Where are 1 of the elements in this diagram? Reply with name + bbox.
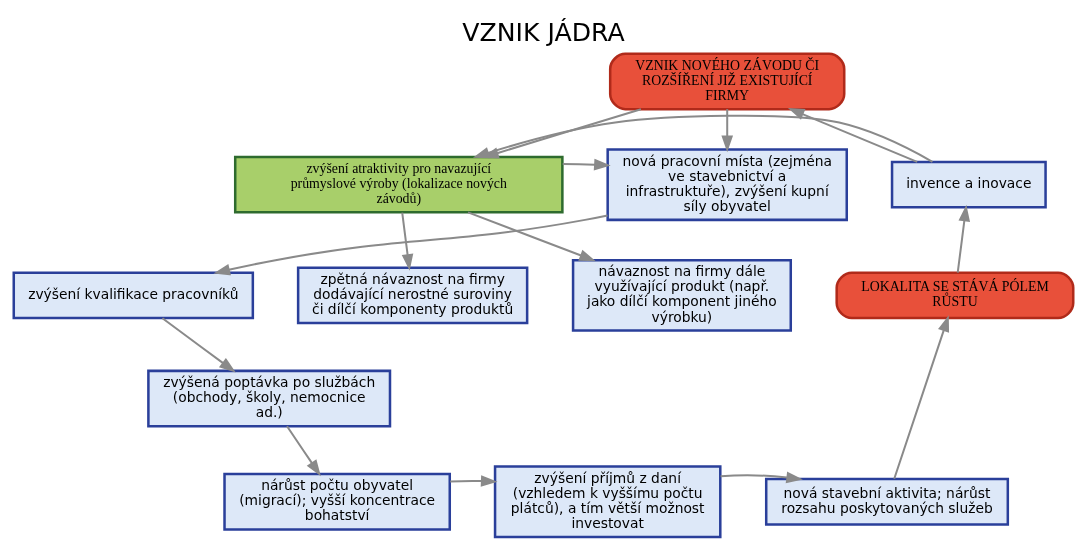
diagram-title: VZNIK JÁDRA — [462, 18, 625, 48]
